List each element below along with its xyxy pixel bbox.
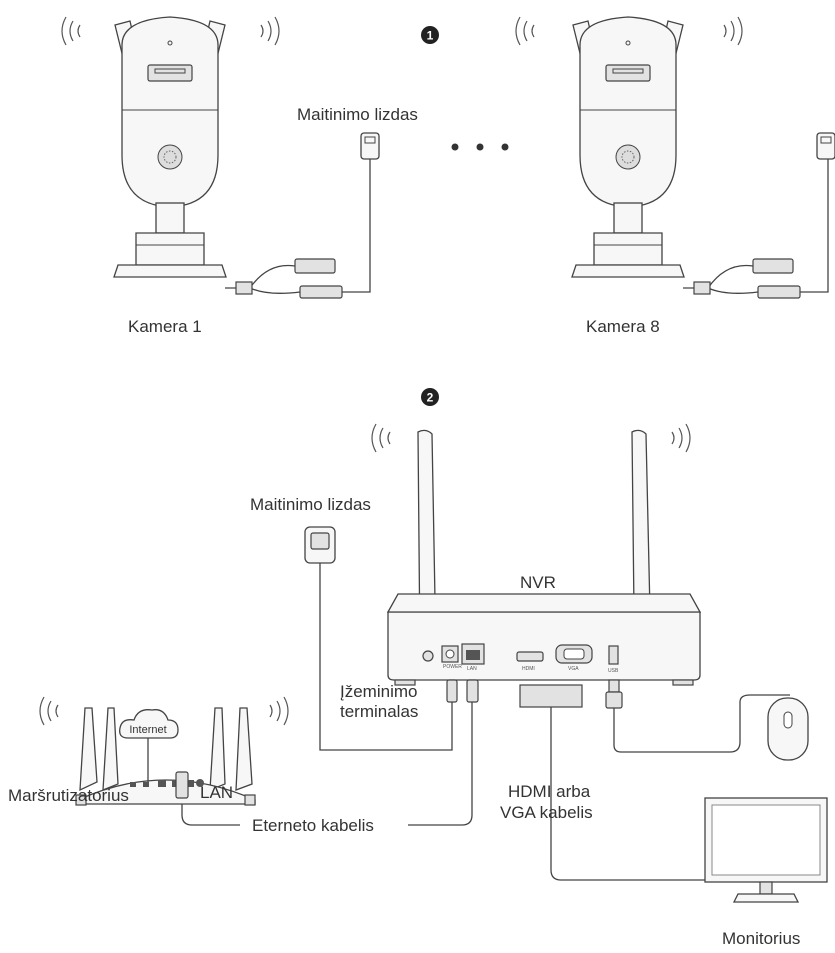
svg-text:POWER: POWER [443, 664, 462, 670]
step-2-badge: 2 [421, 388, 439, 406]
monitor-label: Monitorius [722, 929, 800, 948]
camera-8-icon [572, 17, 684, 277]
svg-text:Internet: Internet [129, 724, 166, 736]
nvr-power-adapter-icon [305, 527, 335, 563]
nvr-icon: POWER LAN HDMI VGA USB [388, 594, 700, 685]
hdmi-vga-label-2: VGA kabelis [500, 803, 593, 822]
monitor-icon [705, 798, 827, 902]
mouse-icon [768, 698, 808, 760]
camera-8-cables [683, 158, 828, 298]
svg-text:HDMI: HDMI [522, 666, 535, 672]
svg-text:2: 2 [427, 391, 434, 405]
svg-text:LAN: LAN [467, 666, 477, 672]
camera-1-cables [225, 158, 370, 298]
cloud-icon: Internet [120, 710, 178, 782]
step-1-badge: 1 [421, 26, 439, 44]
svg-text:USB: USB [608, 668, 619, 674]
usb-mouse-cable [606, 680, 790, 752]
grounding-label-1: Įžeminimo [340, 682, 417, 701]
nvr-label: NVR [520, 573, 556, 592]
camera-1-power-adapter-icon [361, 133, 379, 159]
router-label: Maršrutizatorius [8, 786, 129, 805]
camera-8-power-adapter-icon [817, 133, 835, 159]
camera-1-icon [114, 17, 226, 277]
svg-text:VGA: VGA [568, 666, 579, 672]
camera-8-label: Kamera 8 [586, 317, 660, 336]
power-socket-label-nvr: Maitinimo lizdas [250, 495, 371, 514]
hdmi-vga-label-1: HDMI arba [508, 782, 591, 801]
grounding-label-2: terminalas [340, 702, 418, 721]
ellipsis [452, 144, 509, 151]
svg-text:1: 1 [427, 29, 434, 43]
ethernet-cable-label: Eterneto kabelis [252, 816, 374, 835]
camera-1-label: Kamera 1 [128, 317, 202, 336]
lan-label: LAN [200, 783, 233, 802]
power-socket-label-top: Maitinimo lizdas [297, 105, 418, 124]
